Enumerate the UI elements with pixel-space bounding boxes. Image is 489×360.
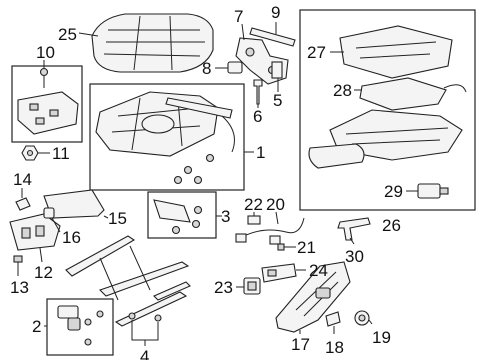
wiring-harness-part-20 [235, 217, 305, 245]
callout-17: 17 [291, 335, 310, 354]
callout-11: 11 [52, 144, 70, 163]
callout-7: 7 [234, 7, 243, 26]
callout-12: 12 [34, 263, 53, 282]
leader-25 [78, 32, 99, 37]
box-part-26-group [299, 9, 476, 211]
box-part-3-group [147, 191, 217, 239]
callout-15: 15 [108, 209, 127, 228]
callout-26: 26 [382, 216, 401, 235]
motor-part-2 [57, 305, 104, 346]
callout-23: 23 [214, 278, 233, 297]
clip-part-22 [247, 215, 261, 225]
seat-track-assembly [65, 235, 191, 327]
mounting-plate [17, 91, 79, 135]
leader-12 [39, 247, 43, 263]
callout-29: 29 [384, 182, 403, 201]
leader-30 [349, 237, 355, 245]
callout-10: 10 [36, 43, 55, 62]
box-part-10-group [11, 65, 83, 143]
leader-15 [103, 215, 109, 219]
bracket-part-30 [337, 217, 371, 241]
track-bracket-assembly [235, 37, 289, 85]
callout-6: 6 [253, 107, 262, 126]
box-part-2-group [46, 298, 114, 356]
switch-part-23 [243, 277, 261, 295]
bolt-part-6 [253, 79, 263, 105]
callout-3: 3 [221, 207, 230, 226]
callout-4: 4 [140, 347, 149, 360]
callout-25: 25 [58, 25, 77, 44]
callout-2: 2 [32, 317, 41, 336]
callout-19: 19 [372, 328, 391, 347]
knob-part-16 [43, 207, 55, 219]
knob-part-18 [325, 311, 341, 327]
nut-part-11 [21, 145, 39, 161]
callout-13: 13 [10, 278, 29, 297]
box-part-1-group [89, 83, 245, 191]
callout-8: 8 [202, 59, 211, 78]
callout-27: 27 [307, 43, 326, 62]
callout-30: 30 [345, 247, 364, 266]
seat-cushion-pad [91, 13, 214, 73]
callout-24: 24 [309, 261, 328, 280]
callout-28: 28 [333, 81, 352, 100]
heater-element-part-27 [339, 25, 453, 79]
callout-22: 22 [244, 195, 263, 214]
screw-part-13 [13, 255, 23, 272]
callout-18: 18 [325, 338, 344, 357]
leader-20 [275, 211, 279, 225]
cap-part-19 [354, 310, 370, 326]
bolt-part-4 [128, 312, 162, 322]
sensor-mat-part-28 [359, 77, 467, 111]
seat-frame [95, 91, 235, 185]
leader-19 [368, 319, 373, 325]
leader-7 [241, 23, 245, 41]
callout-14: 14 [13, 170, 32, 189]
bolster-pad [308, 143, 365, 169]
clip-part-14 [15, 197, 31, 211]
module-part-29 [417, 183, 449, 199]
leader-16 [51, 217, 61, 233]
switch-bezel-part-12 [9, 213, 61, 251]
callout-9: 9 [271, 3, 280, 22]
bolt-part-10 [39, 67, 49, 88]
callout-1: 1 [256, 143, 265, 162]
callout-21: 21 [297, 238, 316, 257]
bracket-part-3 [153, 199, 203, 235]
clip-part-8 [227, 61, 243, 74]
switch-part-24 [261, 263, 297, 283]
callout-20: 20 [266, 195, 285, 214]
leader-4 [131, 320, 159, 346]
screw-part-21 [277, 243, 292, 251]
trim-strip [249, 27, 296, 47]
callout-16: 16 [62, 228, 81, 247]
side-shield-part-17 [275, 261, 351, 333]
callout-5: 5 [273, 91, 282, 110]
